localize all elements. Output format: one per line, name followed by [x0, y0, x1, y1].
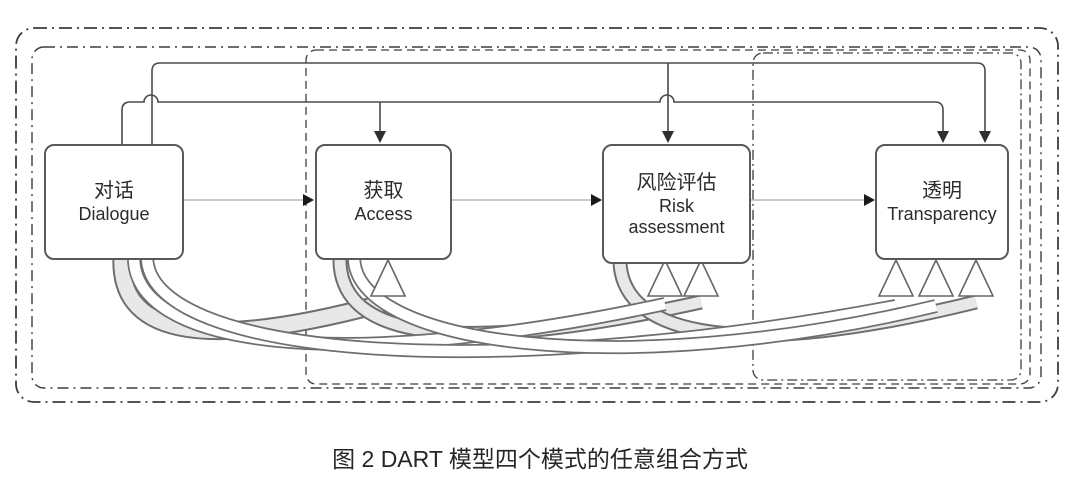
arrowhead-down-access-icon: [374, 131, 386, 143]
arrowhead-down-transparency-1-icon: [937, 131, 949, 143]
flow-arrowhead-transparency-icon: [864, 194, 875, 206]
ribbon-dialogue-transparency: [141, 255, 897, 357]
node-dialogue[interactable]: 对话 Dialogue: [44, 144, 184, 260]
node-transparency-label-zh: 透明: [922, 180, 962, 203]
node-access[interactable]: 获取 Access: [315, 144, 452, 260]
node-dialogue-label-zh: 对话: [94, 180, 134, 203]
arrowhead-up-access-icon: [369, 258, 407, 297]
figure-caption: 图 2 DART 模型四个模式的任意组合方式: [332, 446, 748, 472]
node-access-label-zh: 获取: [363, 180, 404, 203]
arrowhead-up-transparency-1-icon: [877, 258, 915, 297]
top-connectors: [121, 62, 986, 144]
node-risk-label-zh: 风险评估: [636, 171, 717, 194]
inner-group-frame: [31, 46, 1042, 389]
flow-arrowhead-risk-icon: [591, 194, 602, 206]
top-connector-arrowheads: [374, 131, 991, 143]
ribbon-dialogue-access: [114, 255, 390, 339]
arrowhead-up-risk-2-icon: [682, 258, 720, 297]
arrowhead-up-risk-1-icon: [646, 258, 684, 297]
flow-arrowhead-access-icon: [303, 194, 314, 206]
access-group-frame: [305, 49, 1031, 385]
transparency-group-frame: [752, 52, 1022, 381]
node-risk-assessment[interactable]: 风险评估 Risk assessment: [602, 144, 751, 264]
arrowhead-down-risk-icon: [662, 131, 674, 143]
connector-top-line-b: [121, 94, 944, 144]
connector-top-line-a: [151, 62, 986, 144]
outer-group-frame: [15, 27, 1059, 403]
group-frames: [15, 27, 1059, 403]
ribbon-access-transparency: [348, 255, 938, 353]
flow-arrows: [180, 194, 875, 206]
arrowhead-up-transparency-2-icon: [917, 258, 955, 297]
node-access-label-en: Access: [354, 204, 413, 225]
bottom-ribbon-connectors: [112, 255, 978, 359]
node-dialogue-label-en: Dialogue: [78, 204, 150, 225]
arrowhead-up-transparency-3-icon: [957, 258, 995, 297]
node-transparency[interactable]: 透明 Transparency: [875, 144, 1009, 260]
arrowhead-down-transparency-2-icon: [979, 131, 991, 143]
node-transparency-label-en: Transparency: [887, 204, 997, 225]
ribbon-arrowheads: [369, 258, 995, 297]
node-risk-label-en: Risk assessment: [628, 195, 725, 237]
